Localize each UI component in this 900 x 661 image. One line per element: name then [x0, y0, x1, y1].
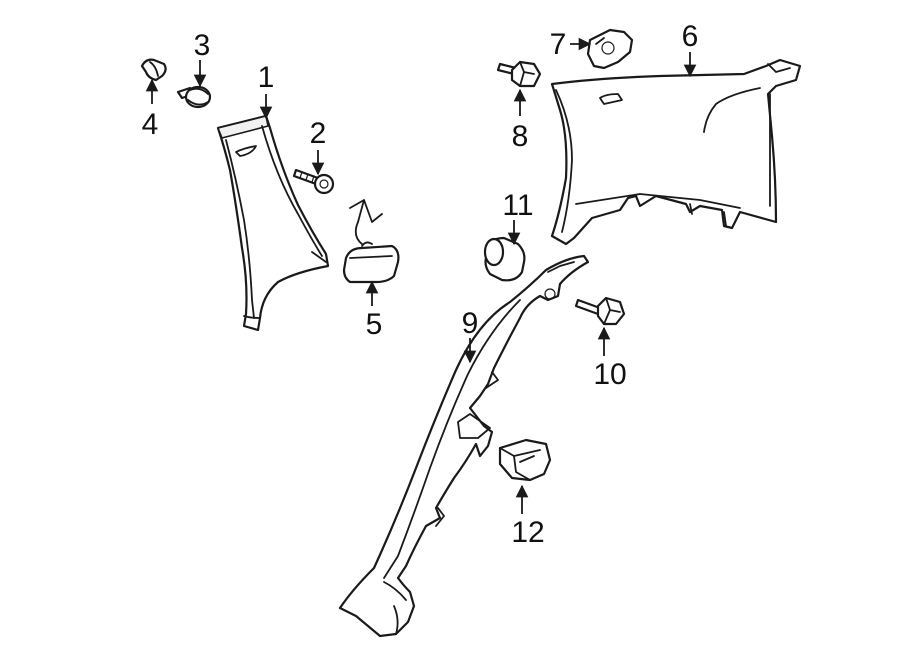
- callout-9: 9: [462, 307, 479, 340]
- callout-3: 3: [194, 29, 211, 62]
- part-12-bracket: [498, 438, 552, 482]
- leader-lines: [145, 37, 697, 514]
- callout-12: 12: [511, 516, 544, 549]
- part-8-bolt: [496, 60, 542, 88]
- callout-8: 8: [512, 120, 529, 153]
- part-11-bushing: [483, 236, 526, 282]
- callout-4: 4: [142, 108, 159, 141]
- part-5-hook-pad: [342, 199, 400, 284]
- part-10-bolt: [574, 296, 626, 326]
- callout-10: 10: [593, 358, 626, 391]
- callout-2: 2: [310, 117, 327, 150]
- callout-7: 7: [550, 28, 567, 61]
- part-7-clip-plate: [586, 28, 634, 70]
- part-9-lower-pillar-trim: [338, 254, 590, 638]
- part-6-quarter-panel: [550, 58, 802, 246]
- part-3-clip: [176, 85, 212, 109]
- part-4-push-pin: [140, 58, 167, 82]
- part-2-screw: [292, 168, 335, 195]
- callout-11: 11: [502, 189, 533, 222]
- callout-1: 1: [258, 61, 275, 94]
- part-1-pillar-trim: [216, 114, 330, 332]
- callout-6: 6: [682, 20, 699, 53]
- callout-labels: 1 2 3 4 5 6 7 8 9 10 11 12: [142, 20, 699, 549]
- callout-5: 5: [366, 308, 383, 341]
